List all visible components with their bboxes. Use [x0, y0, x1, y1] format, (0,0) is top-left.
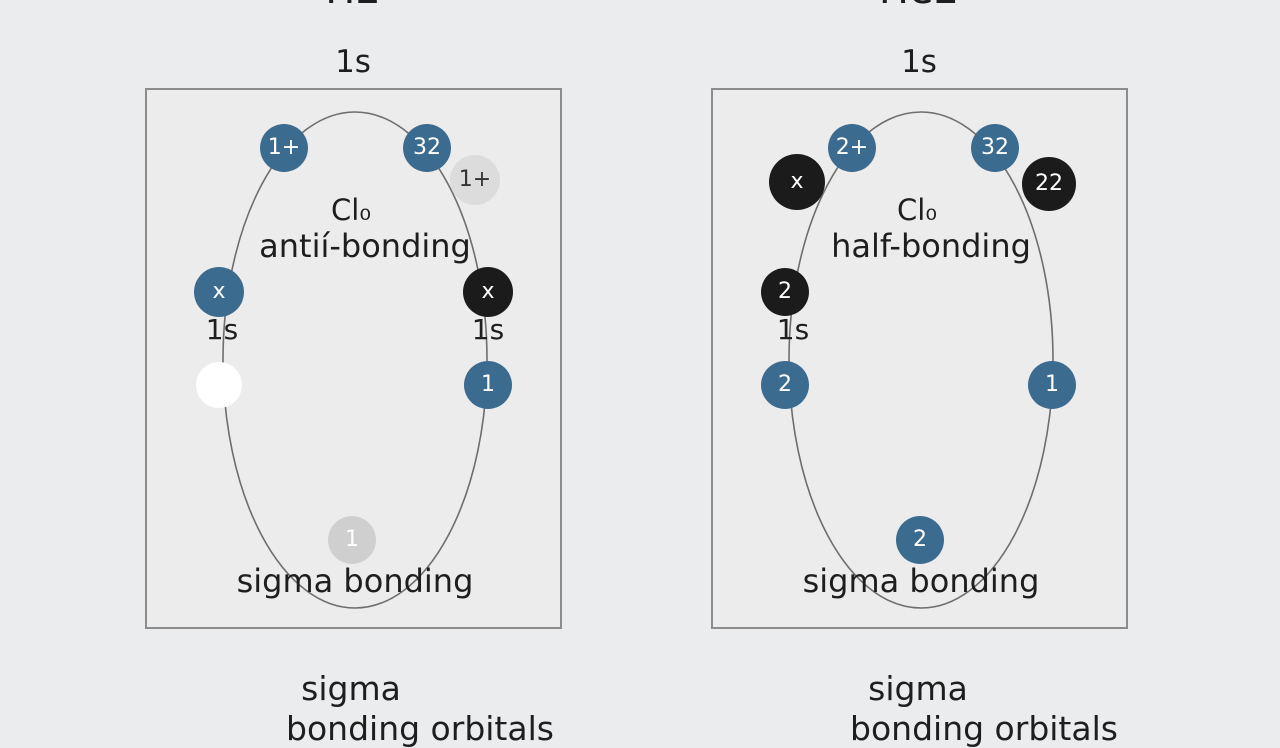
left-center-label-2: antií-bonding — [259, 227, 471, 265]
right-node-mid-left: 2 — [761, 268, 809, 316]
left-side-label-right: 1s — [471, 313, 505, 346]
left-node-lower-right: 1 — [464, 361, 512, 409]
right-orbital-ellipse — [788, 111, 1054, 609]
right-node-lower-right: 1 — [1028, 361, 1076, 409]
right-node-outer-right: 22 — [1022, 157, 1076, 211]
left-center-label-1: Cl₀ — [331, 193, 371, 227]
right-caption: sigma — [868, 669, 968, 708]
right-bottom-label: sigma bonding — [802, 562, 1040, 600]
left-caption-line2: bonding orbitals — [286, 709, 554, 748]
right-top-label: 1s — [901, 44, 937, 80]
right-node-bottom: 2 — [896, 516, 944, 564]
left-node-empty — [196, 362, 242, 408]
right-diagram-panel: Cl₀ half-bonding 1s x 2+ 32 22 2 2 1 2 s… — [711, 88, 1128, 629]
right-center-label-1: Cl₀ — [897, 193, 937, 227]
left-bottom-label: sigma bonding — [236, 562, 474, 600]
left-top-label: 1s — [335, 44, 371, 80]
right-node-top-left: 2+ — [828, 124, 876, 172]
left-node-top-left: 1+ — [260, 124, 308, 172]
left-caption: sigma — [301, 669, 401, 708]
left-node-mid-left: x — [194, 267, 244, 317]
right-node-top-right: 32 — [971, 124, 1019, 172]
right-node-outer-left: x — [769, 154, 825, 210]
left-side-label-left: 1s — [205, 313, 239, 346]
left-node-mid-right: x — [463, 267, 513, 317]
left-orbital-ellipse — [222, 111, 488, 609]
right-node-lower-left: 2 — [761, 361, 809, 409]
right-caption-line2: bonding orbitals — [850, 709, 1118, 748]
right-diagram-heading: He2 — [879, 0, 959, 10]
right-center-label-2: half-bonding — [831, 227, 1031, 265]
left-node-bottom: 1 — [328, 516, 376, 564]
left-diagram-panel: Cl₀ antií-bonding 1s 1s 1+ 32 1+ x x 1 1… — [145, 88, 562, 629]
left-diagram-heading: H2 — [325, 0, 381, 10]
right-side-label-left: 1s — [776, 313, 810, 346]
left-node-top-right: 32 — [403, 124, 451, 172]
left-node-outer-right: 1+ — [450, 155, 500, 205]
